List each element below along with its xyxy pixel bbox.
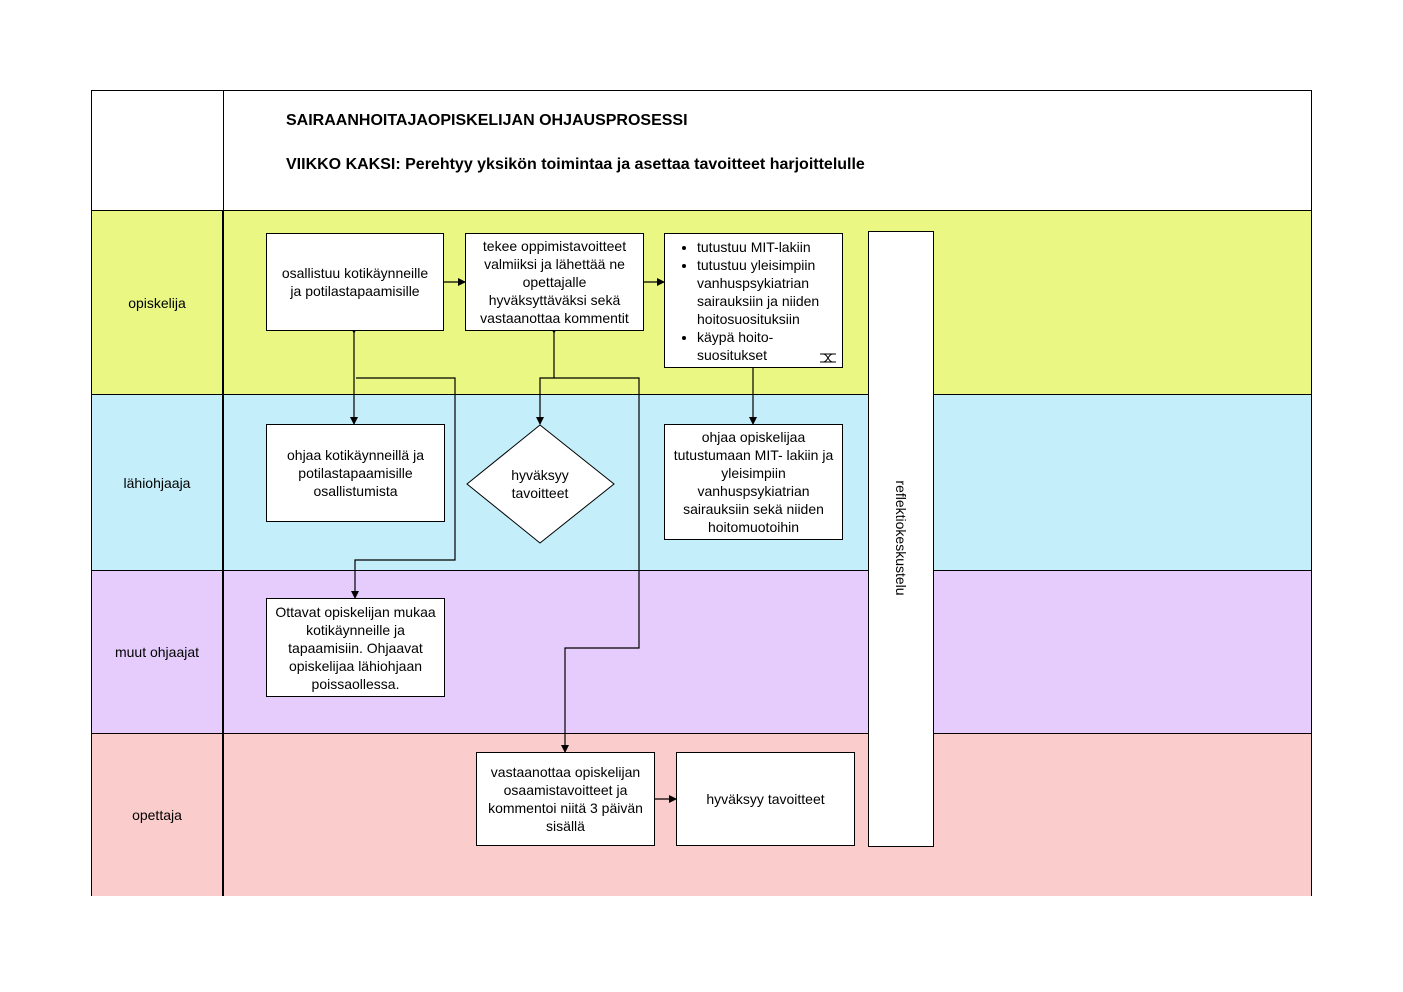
node-mentor-guide: ohjaa opiskelijaa tutustumaan MIT- lakii…: [664, 424, 843, 540]
page-title: SAIRAANHOITAJAOPISKELIJAN OHJAUSPROSESSI: [286, 112, 688, 129]
lane-label-muut-ohjaajat: muut ohjaajat: [114, 644, 200, 660]
node-student-study: tutustuu MIT-lakiin tutustuu yleisimpiin…: [664, 233, 843, 368]
lane-label-lahiohjaaja: lähiohjaaja: [123, 474, 191, 491]
node-mentor-home-visits: ohjaa kotikäynneillä ja potilastapaamisi…: [266, 424, 445, 522]
header-row: [91, 90, 1312, 211]
node-reflection: [868, 231, 934, 847]
node-other-mentors: Ottavat opiskelijan mukaa kotikäynneille…: [266, 598, 445, 697]
study-item: tutustuu yleisimpiin vanhuspsykiatrian s…: [697, 256, 840, 328]
page-subtitle: VIIKKO KAKSI: Perehtyy yksikön toimintaa…: [286, 156, 865, 173]
study-item: käypä hoito-suositukset: [697, 328, 840, 364]
node-student-goals: tekee oppimistavoitteet valmiiksi ja läh…: [465, 233, 644, 331]
node-teacher-approve: hyväksyy tavoitteet: [676, 752, 855, 846]
node-teacher-receive: vastaanottaa opiskelijan osaamistavoitte…: [476, 752, 655, 846]
lane-label-opettaja: opettaja: [132, 806, 182, 823]
lane-label-divider: [222, 211, 224, 896]
study-list: tutustuu MIT-lakiin tutustuu yleisimpiin…: [667, 238, 840, 364]
link-icon: [820, 353, 836, 363]
lane-label-opiskelija: opiskelija: [128, 295, 186, 311]
node-mentor-approve-label: hyväksyy tavoitteet: [511, 467, 569, 501]
reflection-label: reflektiokeskustelu: [893, 480, 909, 596]
node-student-home-visits: osallistuu kotikäynneille ja potilastapa…: [266, 233, 444, 331]
study-item: tutustuu MIT-lakiin: [697, 238, 840, 256]
node-mentor-approve-diamond: [466, 424, 615, 544]
header-left-cell: [91, 90, 224, 211]
